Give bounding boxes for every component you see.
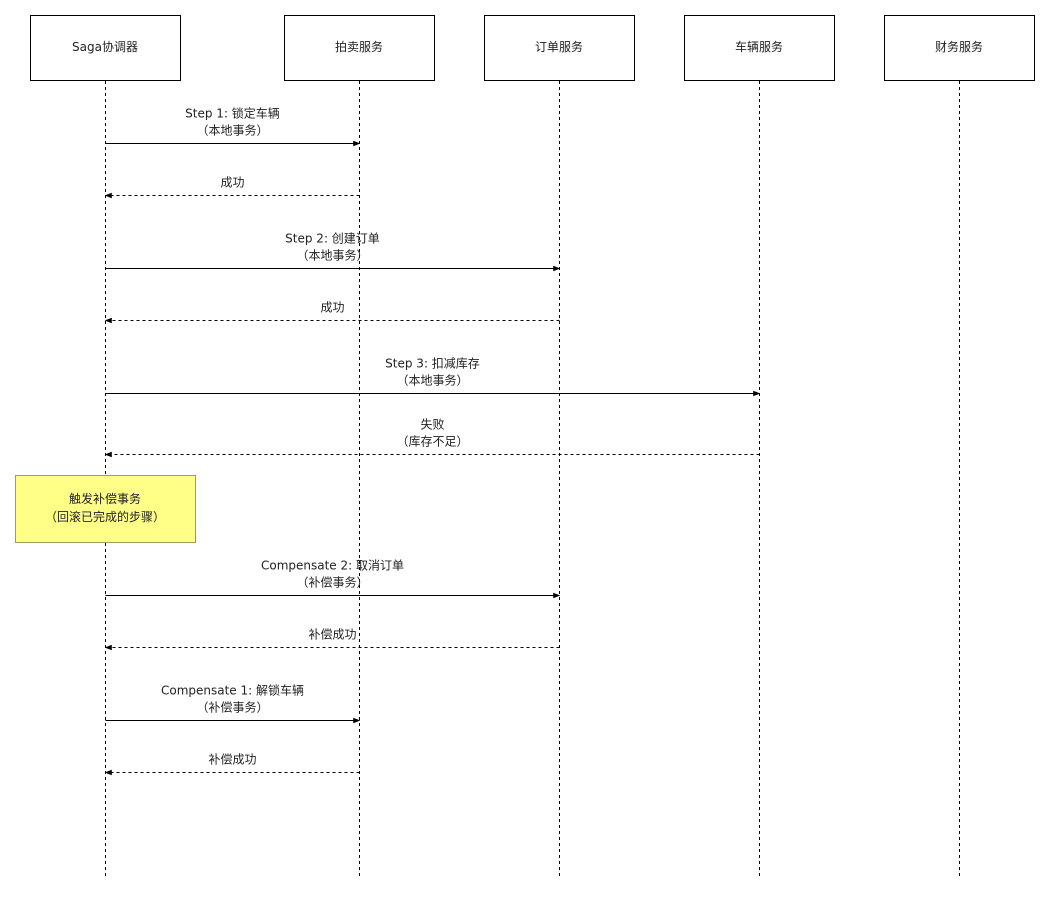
participant-vehicle: 车辆服务 [684,15,835,81]
note-text: （回滚已完成的步骤） [45,509,165,524]
message-label: 失败 [420,417,444,432]
message-return: 成功 [104,301,560,324]
participant-box [30,15,181,81]
note-box [15,475,196,543]
message-label: （补偿事务） [196,700,268,715]
participant-label: 财务服务 [935,39,983,54]
message-call: Step 3: 扣减库存 （本地事务） [105,356,761,397]
message-label: 补偿成功 [208,752,256,767]
message-call: Compensate 1: 解锁车辆 （补偿事务） [105,683,361,724]
participant-saga: Saga协调器 [30,15,181,81]
participant-finance: 财务服务 [884,15,1035,81]
message-label: （本地事务） [396,373,468,388]
message-label: 补偿成功 [308,627,356,642]
message-label: （库存不足） [396,434,468,449]
message-return: 补偿成功 [104,627,560,651]
message-label: （补偿事务） [296,575,368,590]
participant-auction: 拍卖服务 [284,15,435,81]
participant-label: 车辆服务 [735,39,783,54]
message-call: Compensate 2: 取消订单 （补偿事务） [105,559,561,599]
participant-box [484,15,635,81]
message-label: 成功 [220,176,244,190]
message-label: Step 3: 扣减库存 [385,356,480,371]
message-call: Step 2: 创建订单 （本地事务） [105,232,561,272]
participant-label: 拍卖服务 [335,39,383,54]
message-return: 成功 [104,176,360,199]
participant-order: 订单服务 [484,15,635,81]
participant-box [684,15,835,81]
participant-box [284,15,435,81]
message-return: 失败 （库存不足） [104,417,760,458]
participant-box [884,15,1035,81]
message-label: Step 2: 创建订单 [285,232,380,246]
participant-label: Saga协调器 [72,39,138,54]
message-label: Compensate 2: 取消订单 [261,559,404,573]
message-label: Step 1: 锁定车辆 [185,106,280,121]
message-call: Step 1: 锁定车辆 （本地事务） [105,106,361,147]
participant-label: 订单服务 [535,39,583,54]
note-compensation: 触发补偿事务 （回滚已完成的步骤） [15,475,196,543]
message-label: Compensate 1: 解锁车辆 [161,683,304,698]
message-label: （本地事务） [296,248,368,263]
message-label: 成功 [320,301,344,315]
message-return: 补偿成功 [104,752,360,776]
message-label: （本地事务） [196,123,268,138]
note-text: 触发补偿事务 [69,491,141,506]
